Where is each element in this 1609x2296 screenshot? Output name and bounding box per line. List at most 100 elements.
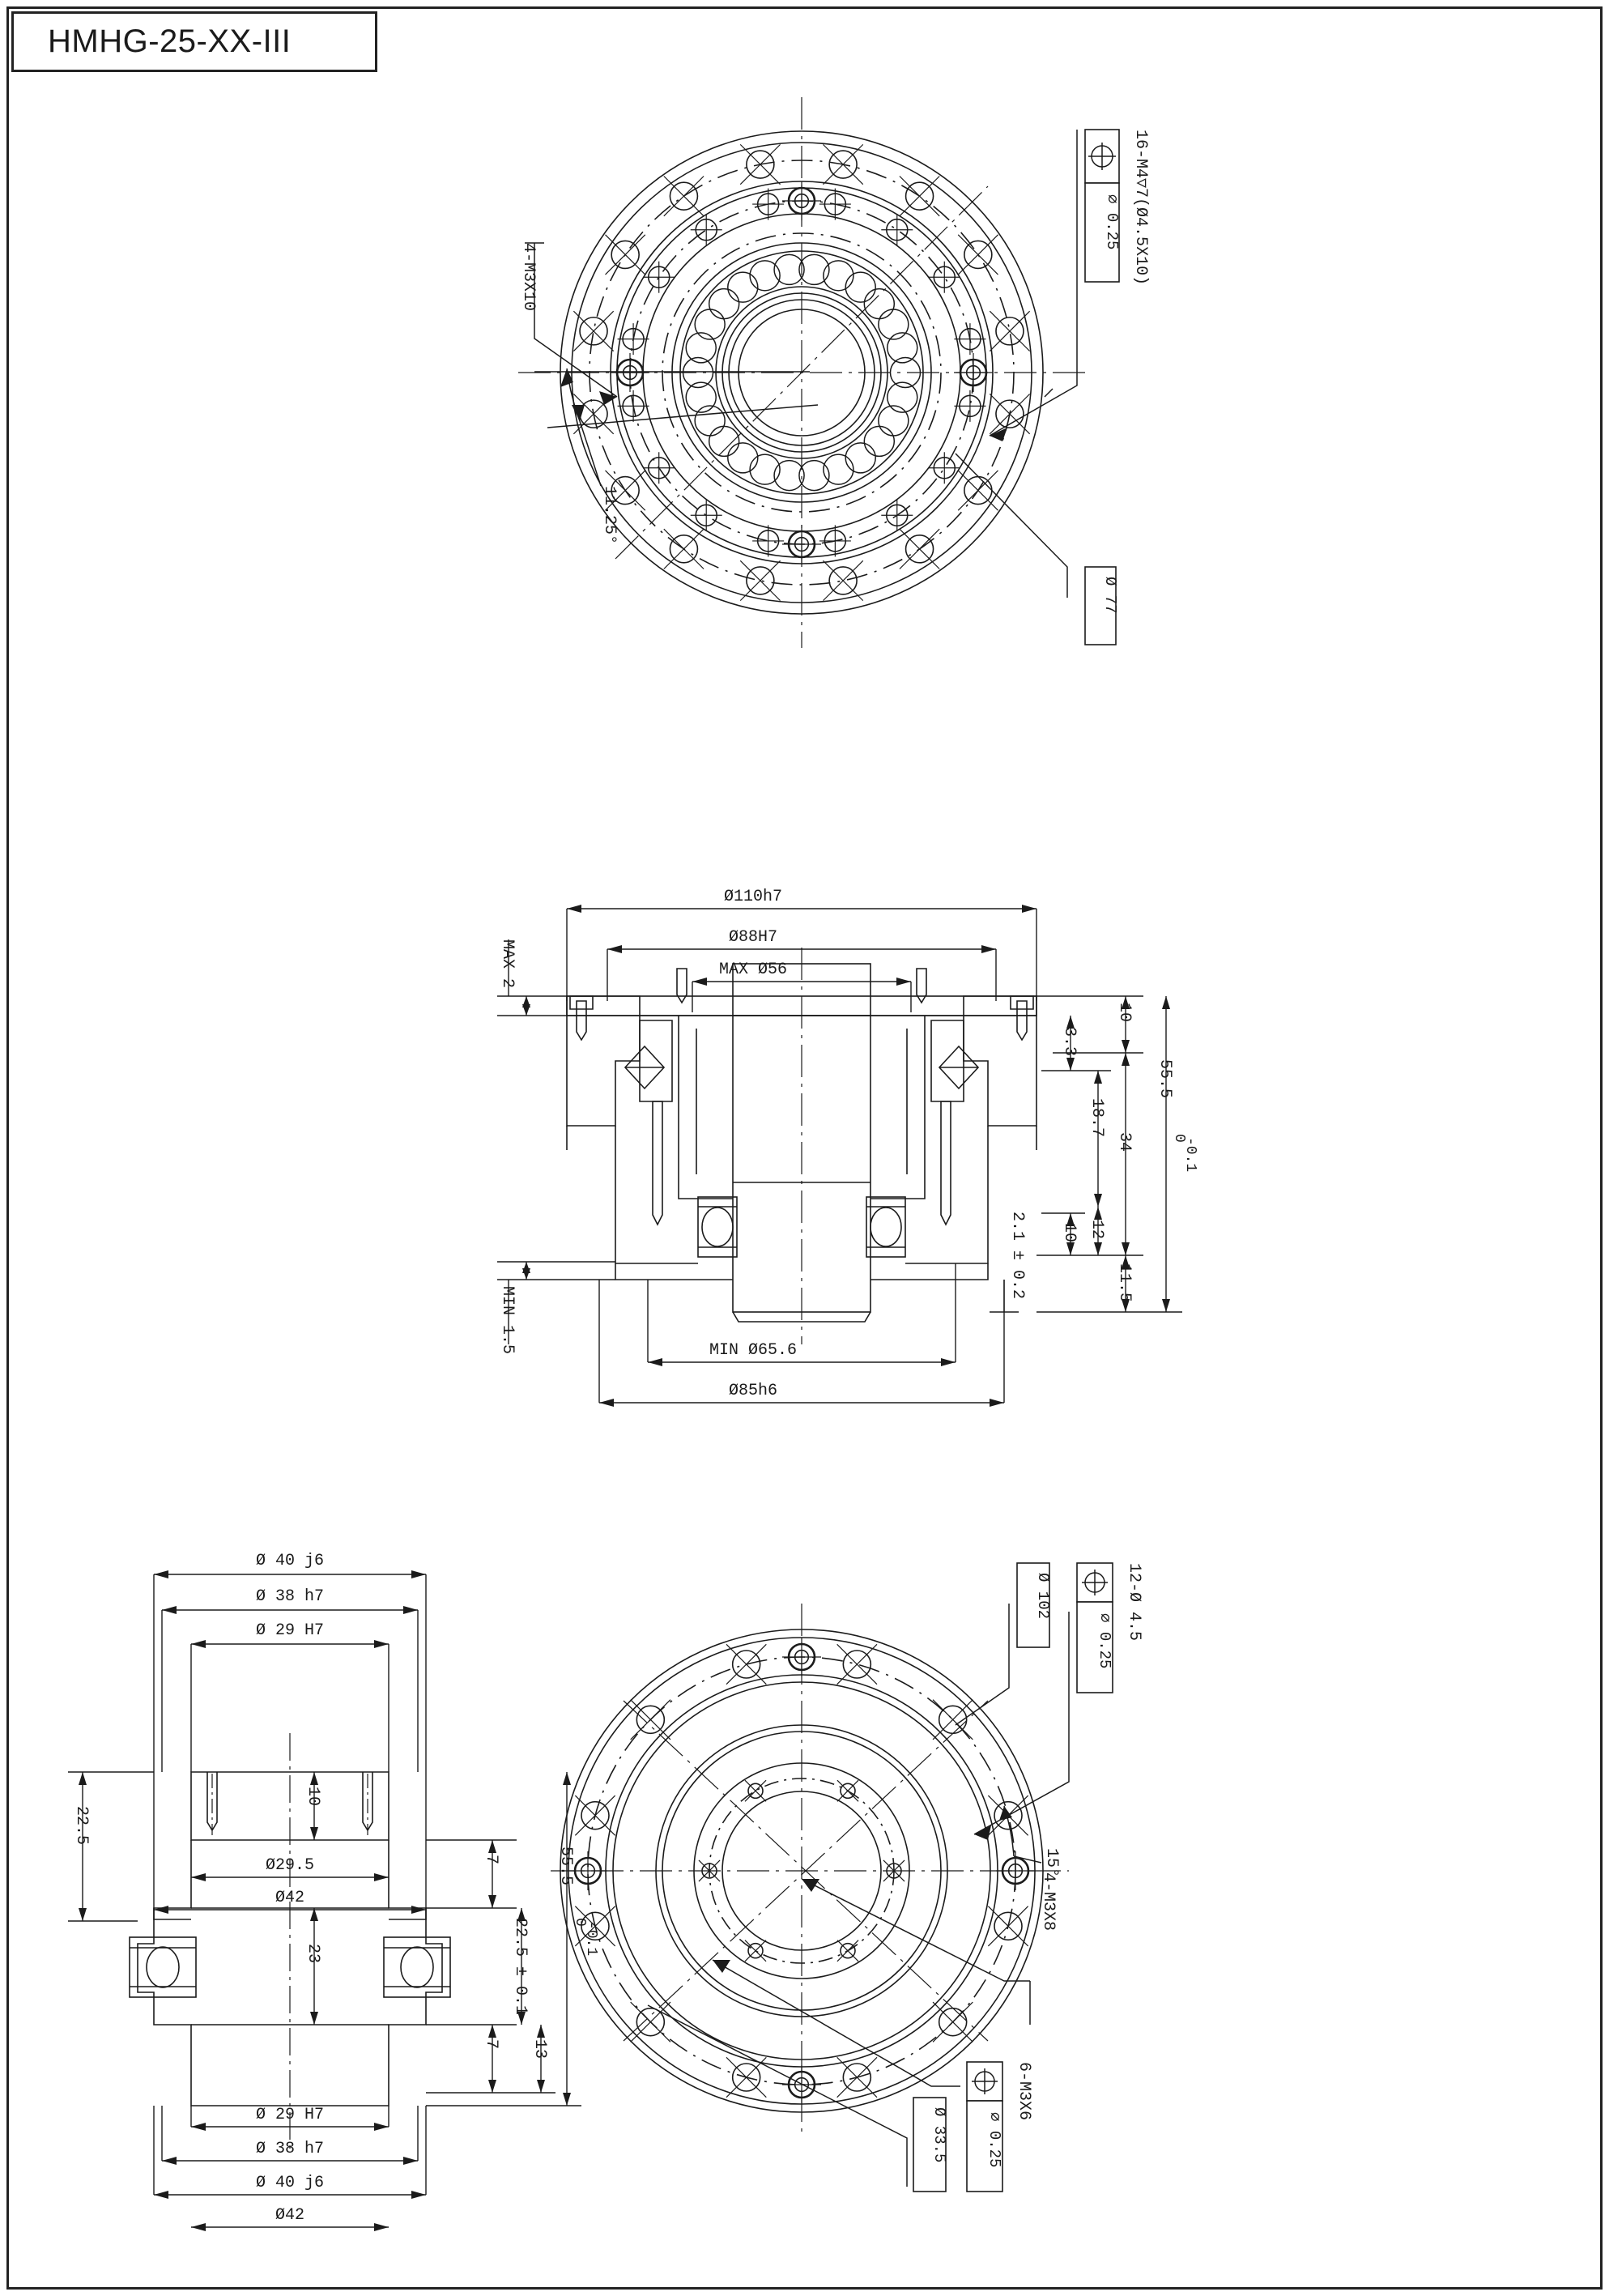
- rear-inner-hole-4-cross-b: [744, 1779, 767, 1802]
- outer-hole-5-cross-b: [663, 528, 704, 569]
- outer-hole-9-cross-b: [605, 234, 646, 275]
- roller-9: [727, 442, 759, 474]
- roller-3: [863, 425, 896, 458]
- outer-hole-8-cross-b: [573, 310, 615, 351]
- leader-dia-33-5: [647, 2004, 908, 2187]
- dim-42-bot: Ø42: [275, 2206, 304, 2225]
- roller-8: [749, 454, 781, 485]
- rear-inner-hole-2-cross-b: [744, 1940, 767, 1962]
- outer-hole-5: [669, 535, 699, 564]
- outer-hole-12-cross-b: [823, 143, 864, 185]
- roller-5: [823, 454, 854, 485]
- outer-hole-8: [579, 317, 608, 346]
- rear-outer-hole-11: [994, 1800, 1023, 1830]
- dim-40j6-top: Ø 40 j6: [256, 1552, 324, 1570]
- outer-hole-0-cross-b: [989, 394, 1031, 435]
- rear-outer-hole-2-cross-b: [836, 2056, 878, 2098]
- rear-outer-hole-4-cross-b: [630, 2001, 671, 2043]
- roller-25: [887, 332, 918, 364]
- rear-inner-hole-4: [747, 1783, 764, 1800]
- outer-hole-15: [995, 317, 1024, 346]
- rear-inner-hole-1: [840, 1942, 856, 1959]
- cross-roller-group: [682, 253, 922, 492]
- rear-outer-hole-8-cross-b: [726, 1643, 767, 1685]
- feature-control-frame-rear-12: ⌀ 0.25: [1076, 1562, 1113, 1693]
- roller-14: [685, 332, 717, 364]
- outer-hole-11: [746, 150, 775, 179]
- roller-21: [823, 260, 854, 292]
- rear-outer-hole-7: [636, 1705, 666, 1735]
- dim-10-mid: 10: [304, 1787, 322, 1806]
- side-view-centerline: [211, 1733, 368, 2154]
- top-front-view-graphics: ⌀ 0.25 16-M4▽7(Ø4.5X10) 4-M3X10 11.25° Ø…: [518, 97, 1150, 648]
- roller-7: [773, 459, 805, 492]
- side-dims-bottom: [153, 2106, 427, 2231]
- sheet-border: [6, 6, 1603, 2290]
- centerlines-top: [518, 97, 1085, 648]
- dim-group-top: [566, 905, 1037, 1012]
- dim-10-top: 10: [1115, 1003, 1134, 1022]
- roller-19: [773, 253, 805, 286]
- callout-dia-77: Ø 77: [1101, 577, 1119, 614]
- dim-group-right: [990, 995, 1182, 1313]
- outer-hole-10: [669, 181, 699, 211]
- rear-inner-hole-2: [747, 1942, 764, 1959]
- outer-hole-14-cross-b: [957, 234, 998, 275]
- roller-17: [727, 271, 759, 303]
- roller-4: [845, 442, 876, 474]
- seal-symbol-left: [624, 1045, 666, 1090]
- dim-18-7: 18.7: [1088, 1098, 1106, 1137]
- dim-10-low: 10: [1060, 1223, 1079, 1242]
- outer-hole-6-cross-b: [605, 470, 646, 511]
- dim-29h7-top: Ø 29 H7: [256, 1621, 324, 1640]
- dim-29-5: Ø29.5: [266, 1856, 314, 1875]
- roller-10: [708, 425, 740, 458]
- side-dims-vert-right: [426, 1772, 581, 2106]
- callout-11-25-deg: 11.25°: [600, 486, 619, 544]
- dim-max-2: MAX 2: [498, 939, 517, 988]
- inner-bolt-hole-group: [617, 188, 986, 557]
- side-dims-vert-inner: [310, 1772, 318, 2025]
- leader-4-m3x10: [525, 242, 618, 405]
- rear-inner-hole-1-cross-b: [836, 1940, 859, 1962]
- outer-hole-2: [905, 535, 934, 564]
- callout-dia-102: Ø 102: [1034, 1573, 1052, 1619]
- outer-hole-1-cross-b: [957, 470, 998, 511]
- roller-18: [749, 260, 781, 292]
- outer-hole-15-cross-b: [989, 310, 1031, 351]
- callout-dia-33-5: Ø 33.5: [930, 2107, 948, 2162]
- rear-inner-hole-5: [840, 1783, 856, 1800]
- roller-2: [878, 405, 909, 437]
- rear-inner-hole-5-cross-b: [836, 1779, 859, 1802]
- outer-hole-13: [905, 181, 934, 211]
- outer-hole-13-cross-b: [899, 176, 940, 217]
- dim-34: 34: [1115, 1132, 1134, 1152]
- dim-7-lower: 7: [482, 2039, 500, 2049]
- section-view-graphics: Ø110h7 Ø88H7 MAX Ø56 MIN Ø65.6 Ø85h6: [497, 888, 1198, 1407]
- seal-symbol-right: [938, 1045, 980, 1090]
- outer-hole-4: [746, 566, 775, 595]
- outer-hole-11-cross-b: [739, 143, 781, 185]
- dim-42-top: Ø42: [275, 1889, 304, 1907]
- tol-symbol-top: ⌀ 0.25: [1103, 194, 1121, 249]
- tol-symbol-rear-12: ⌀ 0.25: [1096, 1613, 1113, 1668]
- dim-12: 12: [1088, 1220, 1106, 1239]
- dim-55-5-side-upper: 0: [572, 1918, 588, 1927]
- feature-control-frame-rear-6: ⌀ 0.25: [966, 2061, 1003, 2192]
- rear-outer-hole-9: [842, 1650, 872, 1679]
- tol-symbol-rear-6: ⌀ 0.25: [985, 2112, 1003, 2167]
- dia-33-5-frame: Ø 33.5: [913, 2097, 948, 2192]
- side-view-graphics: Ø 40 j6 Ø 38 h7 Ø 29 H7 Ø29.5 Ø42 Ø: [68, 1552, 599, 2231]
- dim-3-3: 3.3: [1060, 1027, 1079, 1056]
- roller-12: [685, 381, 717, 413]
- dim-13: 13: [530, 2039, 549, 2059]
- dim-22-5-left: 22.5: [72, 1806, 91, 1845]
- dim-38h7-bot: Ø 38 h7: [256, 2140, 324, 2158]
- leader-dia-102: [955, 1604, 1010, 1726]
- dim-55-5-upper: 0: [1171, 1134, 1187, 1143]
- dia-77-frame: Ø 77: [1084, 566, 1119, 645]
- rear-outer-hole-10-cross-b: [932, 1699, 973, 1740]
- leader-6-m3x6: [712, 1959, 960, 2087]
- dim-group-left: [497, 939, 615, 1344]
- side-dims-vert-left: [68, 1771, 154, 1922]
